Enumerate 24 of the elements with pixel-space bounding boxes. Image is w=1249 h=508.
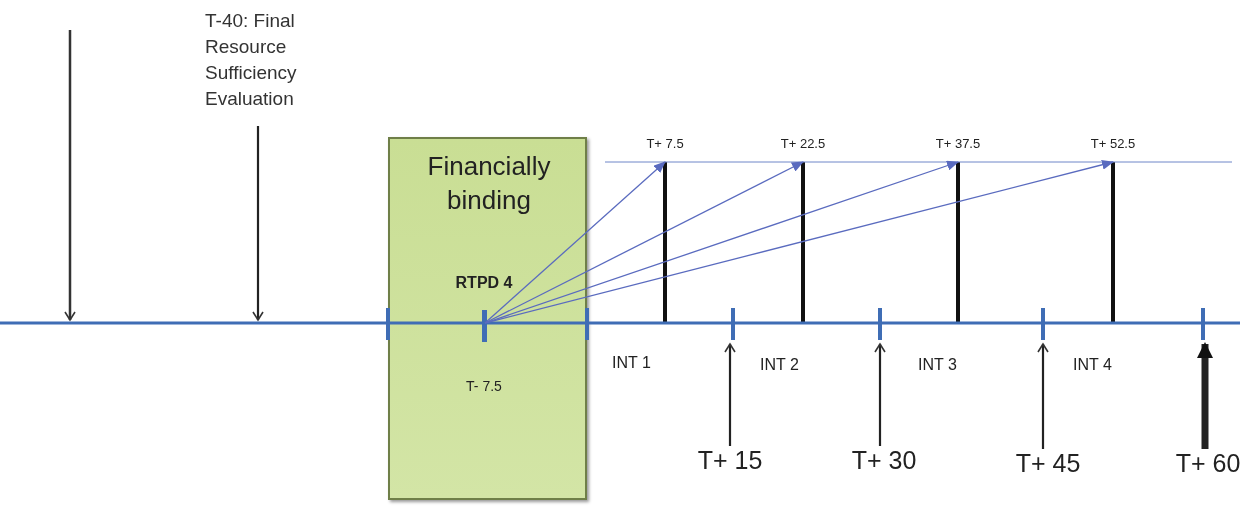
interval-label: INT 4 [1073, 356, 1112, 374]
interval-label: INT 3 [918, 356, 957, 374]
bar-label: T+ 22.5 [779, 136, 827, 151]
arrow [484, 161, 804, 324]
tick-label: RTPD 4 [454, 274, 514, 292]
interval-label: INT 2 [760, 356, 799, 374]
interval-label: INT 1 [612, 354, 651, 372]
arrow [1037, 343, 1049, 449]
arrow [252, 126, 264, 321]
arrow [484, 159, 1114, 324]
bar-label: T+ 7.5 [645, 136, 685, 151]
bar-label: T+ 52.5 [1089, 136, 1137, 151]
box-title: Financially binding [426, 150, 552, 217]
time-label: T+ 45 [1014, 449, 1082, 478]
time-label: T+ 30 [850, 446, 918, 475]
arrow [724, 343, 736, 446]
arrow [484, 161, 666, 324]
arrow [874, 343, 886, 446]
time-label: T+ 15 [696, 446, 764, 475]
bar-label: T+ 37.5 [934, 136, 982, 151]
binding-period-box [388, 137, 587, 500]
event-label: T-40: Final Resource Sufficiency Evaluation [205, 9, 298, 111]
tick-label: T- 7.5 [465, 378, 503, 394]
time-label: T+ 60 [1174, 449, 1242, 478]
